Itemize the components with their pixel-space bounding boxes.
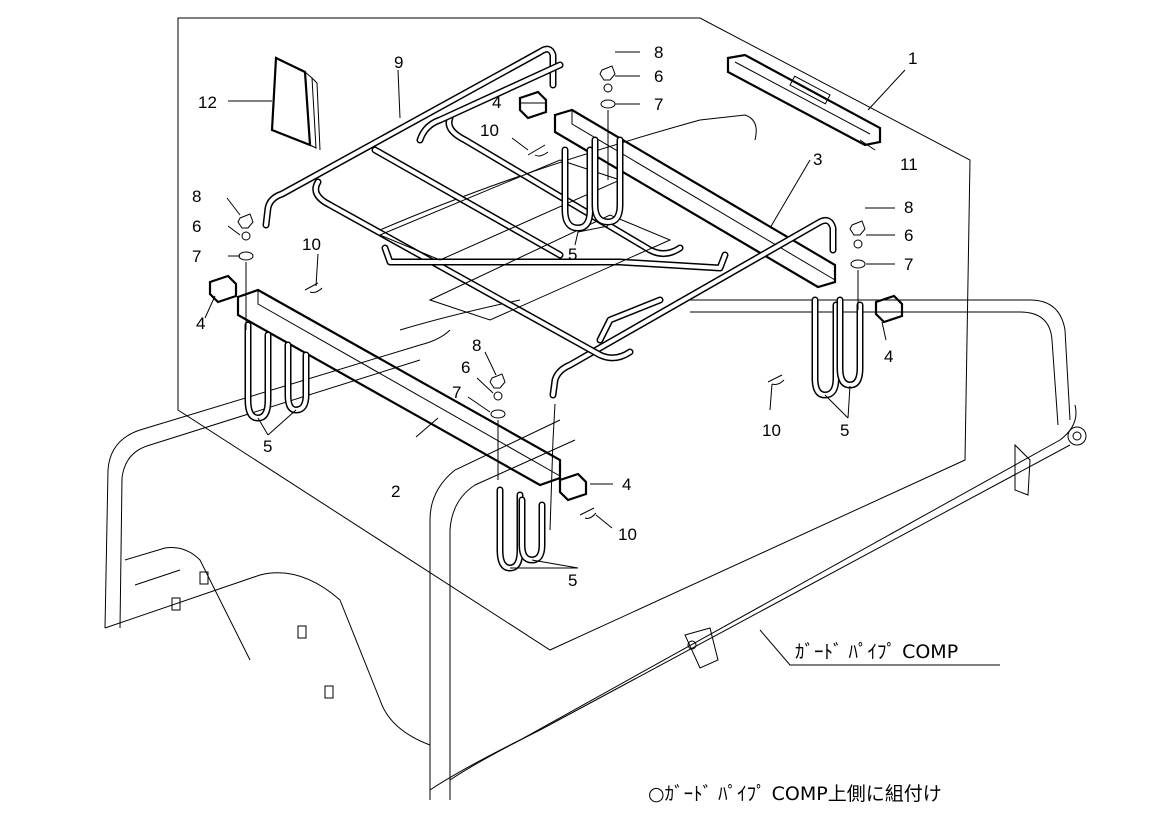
callout-4-front: 4	[196, 314, 205, 333]
callout-5-rear: 5	[568, 245, 577, 264]
callout-4-rear: 4	[492, 93, 501, 112]
snap-pins	[304, 144, 785, 519]
callout-4-bottom: 4	[622, 475, 631, 494]
callout-10-rear: 10	[480, 121, 499, 140]
callout-6-front: 6	[192, 217, 201, 236]
u-bolts	[244, 136, 864, 572]
callout-8-front: 8	[192, 187, 201, 206]
callout-1: 1	[908, 49, 917, 68]
callout-3: 3	[813, 150, 822, 169]
instruction-manual	[270, 56, 321, 151]
callout-5-bottom: 5	[568, 571, 577, 590]
callout-8-rear: 8	[654, 43, 663, 62]
callout-2: 2	[391, 482, 400, 501]
callout-5-right: 5	[840, 421, 849, 440]
callout-7-bottom: 7	[452, 383, 461, 402]
rear-rail	[553, 108, 837, 289]
callout-6-bottom: 6	[461, 358, 470, 377]
end-cap	[208, 90, 904, 502]
callout-7-rear: 7	[654, 95, 663, 114]
guard-pipe-label: ｶﾞｰﾄﾞ ﾊﾟｲﾌﾟ COMP	[795, 641, 958, 663]
callout-6-right: 6	[904, 226, 913, 245]
installation-note: ○ｶﾞｰﾄﾞ ﾊﾟｲﾌﾟ COMP上側に組付け	[648, 783, 942, 805]
callout-11: 11	[900, 155, 918, 174]
leader-lines	[204, 51, 1000, 666]
callout-8-right: 8	[904, 198, 913, 217]
callout-7-right: 7	[904, 255, 913, 274]
callout-7-front: 7	[192, 247, 201, 266]
callout-4-right: 4	[884, 347, 893, 366]
callout-10-right: 10	[762, 421, 781, 440]
callout-12: 12	[198, 93, 217, 112]
assembly-boundary	[177, 17, 971, 651]
callout-6-rear: 6	[654, 67, 663, 86]
callout-9: 9	[394, 53, 403, 72]
callout-8-bottom: 8	[472, 336, 481, 355]
callout-10-bottom: 10	[618, 525, 637, 544]
decal	[726, 53, 882, 147]
front-rail	[236, 288, 562, 487]
callout-10-front: 10	[302, 235, 321, 254]
fastener-set	[237, 65, 866, 419]
callout-5-front: 5	[263, 437, 272, 456]
roof-rack-frame	[262, 45, 837, 399]
